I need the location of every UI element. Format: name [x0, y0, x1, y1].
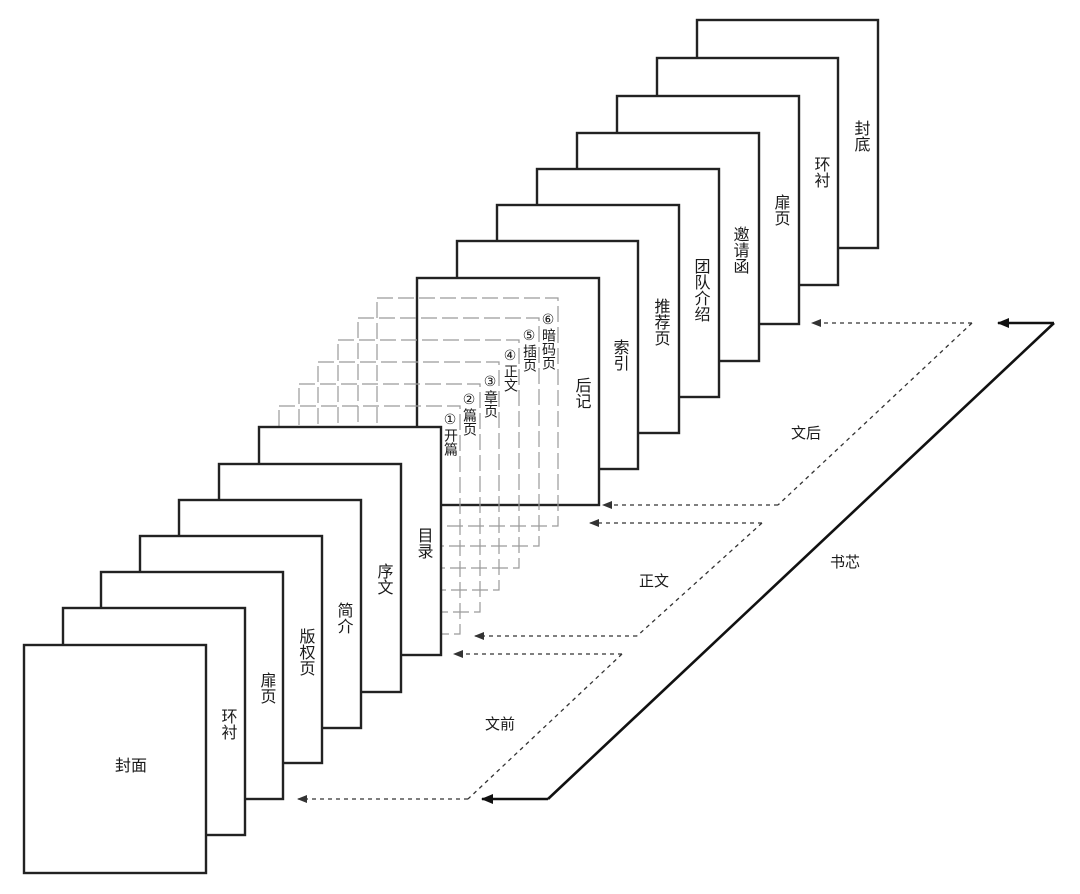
bracket-front-matter: 文前 — [297, 650, 623, 803]
page-toc-label: 目录 — [415, 527, 434, 559]
label-front-matter: 文前 — [485, 715, 515, 733]
page-afterword: 后记 — [415, 276, 601, 507]
page-front-flyleaf-label: 扉页 — [258, 672, 277, 704]
body-page-part-label: ②篇页 — [461, 392, 477, 436]
page-front-cover-label: 封面 — [115, 756, 147, 775]
label-back-matter: 文后 — [791, 424, 821, 442]
body-page-hidden-code: ⑥暗码页 — [376, 297, 559, 527]
page-recommendation-label: 推荐页 — [652, 298, 671, 346]
page-front-endpaper-label: 环衬 — [219, 708, 238, 740]
page-invitation-label: 邀请函 — [731, 226, 750, 274]
label-book-block: 书芯 — [830, 553, 860, 571]
page-back-flyleaf-label: 扉页 — [772, 194, 791, 226]
page-copyright-label: 版权页 — [297, 628, 316, 676]
body-page-chapter-label: ③章页 — [482, 374, 498, 418]
body-page-opening-label: ①开篇 — [442, 412, 458, 456]
label-main-body: 正文 — [639, 572, 669, 590]
bracket-book-block: 书芯 — [481, 318, 1055, 804]
bracket-main-body: 正文 — [474, 519, 763, 640]
bracket-back-matter: 文后 — [602, 319, 973, 509]
page-synopsis-label: 简介 — [335, 602, 354, 634]
page-team-intro-label: 团队介绍 — [692, 258, 711, 322]
page-index-label: 索引 — [611, 339, 630, 372]
body-page-text-label: ④正文 — [502, 348, 518, 392]
page-front-cover: 封面 — [22, 643, 208, 875]
page-back-cover-label: 封底 — [852, 120, 871, 153]
page-preface-label: 序文 — [375, 563, 394, 595]
body-page-hidden-code-label: ⑥暗码页 — [540, 312, 556, 370]
page-afterword-label: 后记 — [573, 377, 592, 409]
body-page-insert-label: ⑤插页 — [521, 328, 537, 372]
page-back-endpaper-label: 环衬 — [812, 156, 831, 188]
